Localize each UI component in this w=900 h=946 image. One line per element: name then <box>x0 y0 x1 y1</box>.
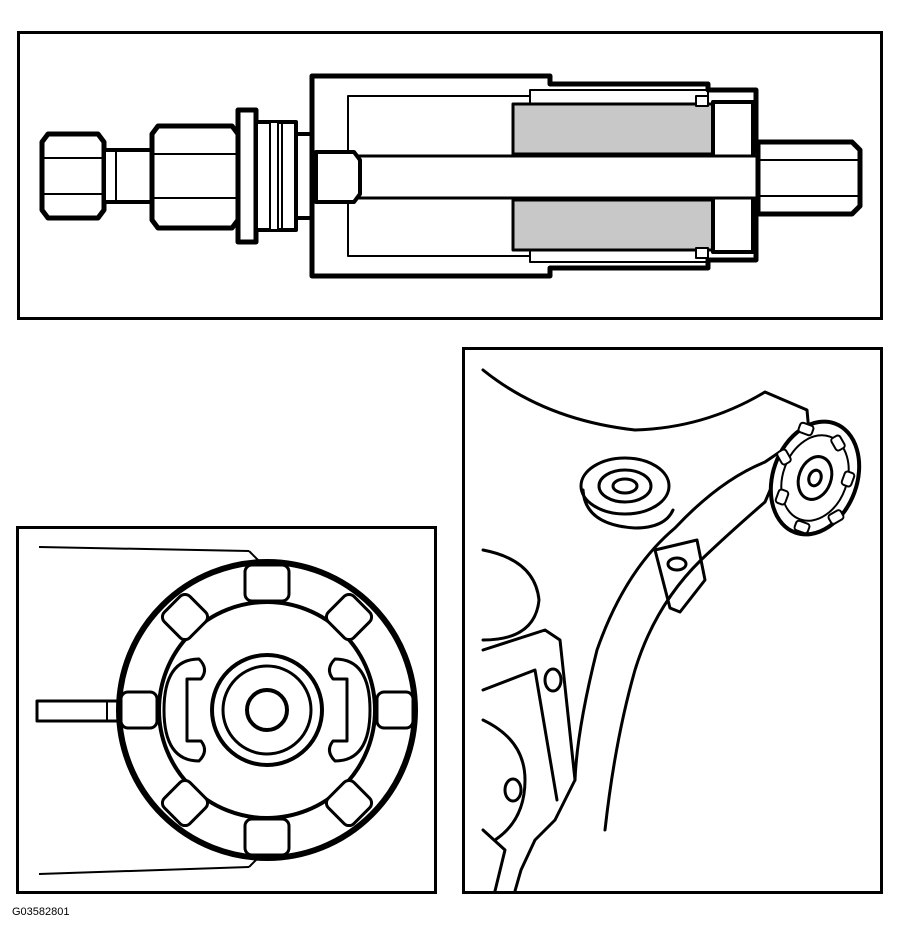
collet-upper <box>511 102 715 156</box>
bearing-flange <box>235 107 259 245</box>
knuckle-arm <box>481 368 811 782</box>
right-hex-end <box>755 139 863 217</box>
jaw-blocks <box>119 563 415 857</box>
installed-puller <box>768 419 862 537</box>
center-hex <box>149 123 241 231</box>
shaft-neck <box>102 148 154 204</box>
left-hex-nut <box>39 131 107 221</box>
collet-lower <box>511 198 715 252</box>
figure-id-label: G03582801 <box>12 906 70 918</box>
installed-puller-jaws <box>774 421 856 535</box>
mounting-boss <box>579 456 671 516</box>
puller-face-detail-drawing <box>35 546 418 875</box>
panel-puller-face-detail <box>16 526 437 894</box>
panel-puller-tool-cross-section <box>17 31 883 320</box>
knuckle-with-tool-drawing <box>481 368 862 891</box>
right-c-jaw <box>328 657 372 763</box>
lower-housing <box>481 628 577 891</box>
spindle <box>346 154 760 200</box>
panel-knuckle-with-tool-installed <box>462 347 883 894</box>
center-bore <box>245 688 289 732</box>
left-c-jaw <box>162 657 206 763</box>
bracket-tab <box>653 538 707 614</box>
puller-tool-cross-section-drawing <box>39 73 863 279</box>
